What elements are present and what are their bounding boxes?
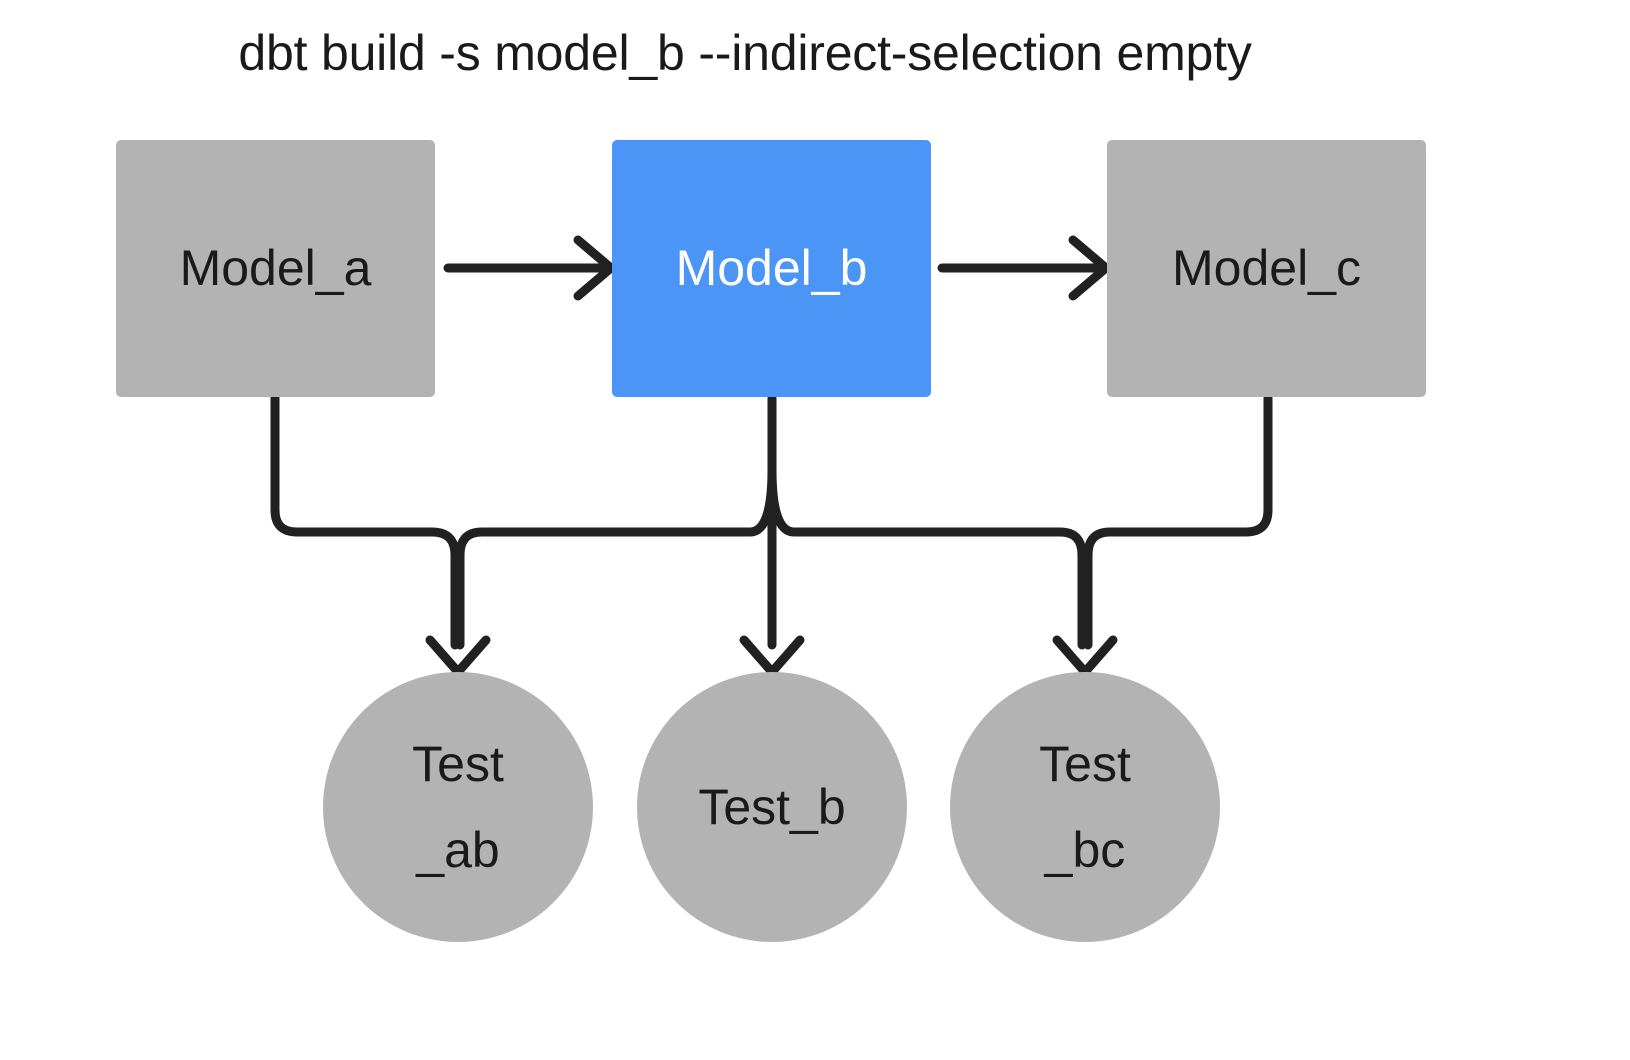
node-test-bc-label: Test _bc [1039, 736, 1131, 878]
diagram-title: dbt build -s model_b --indirect-selectio… [238, 25, 1252, 81]
node-model-c-label: Model_c [1172, 240, 1361, 297]
edge-model-c-to-test-bc [1083, 393, 1273, 650]
arrowhead-model-b-to-model-c [1068, 235, 1111, 301]
edge-model-b-to-test-bc [767, 465, 1087, 650]
node-test-ab[interactable]: Test _ab [323, 672, 593, 942]
node-model-a-label: Model_a [179, 240, 372, 297]
arrowhead-model-a-to-model-b [573, 235, 616, 301]
edge-model-a-to-test-ab [270, 393, 460, 650]
node-test-b-label: Test_b [698, 779, 846, 835]
node-model-c[interactable]: Model_c [1107, 140, 1426, 397]
node-model-a[interactable]: Model_a [116, 140, 435, 397]
node-test-ab-label: Test _ab [412, 736, 504, 878]
edge-model-b-to-test-ab [455, 465, 777, 650]
node-model-b[interactable]: Model_b [612, 140, 931, 397]
node-model-b-label: Model_b [675, 240, 868, 297]
node-test-bc[interactable]: Test _bc [950, 672, 1220, 942]
node-test-b[interactable]: Test_b [637, 672, 907, 942]
